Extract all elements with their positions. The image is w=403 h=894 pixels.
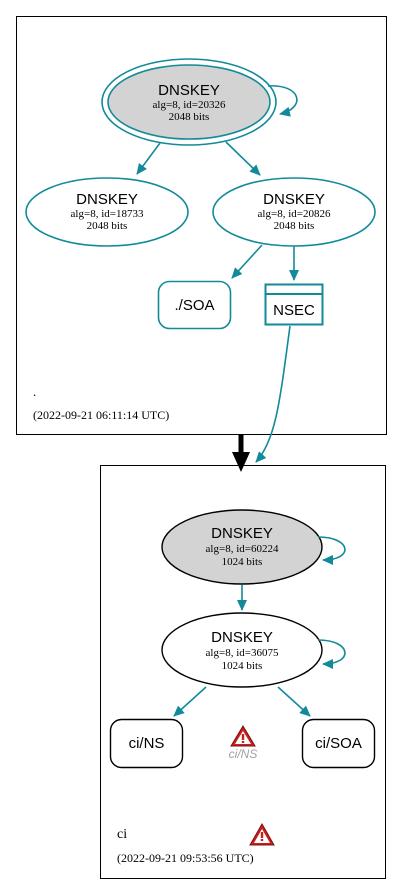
root-ksk-algid: alg=8, id=20326 [153,99,226,111]
ci-ns-node[interactable]: ci/NS [109,718,184,769]
ci-ksk-self-loop [317,536,346,565]
root-zsk-bits: 2048 bits [274,220,315,232]
root-zone-box [16,16,387,435]
ci-ns-label: ci/NS [129,735,165,752]
root-ksk-bits: 2048 bits [169,111,210,123]
edge-nsec-to-ci [255,325,291,463]
edge-root-ksk-to-zsk [225,141,261,176]
delegation-arrow [232,435,250,472]
root-zsk-algid: alg=8, id=20826 [258,208,331,220]
ci-zsk-node[interactable]: DNSKEY alg=8, id=36075 1024 bits [161,612,323,688]
ci-zone-timestamp: (2022-09-21 09:53:56 UTC) [117,851,254,865]
edge-ci-zsk-to-ns [173,686,207,717]
root-ksk-self-loop [267,85,298,117]
root-soa-label: ./SOA [174,297,214,314]
root-key1-algid: alg=8, id=18733 [71,208,144,220]
ci-zsk-title: DNSKEY [211,629,273,646]
ci-zone-name: ci [117,827,127,842]
root-nsec-node[interactable]: NSEC [264,283,324,326]
root-ksk-title: DNSKEY [158,82,220,99]
ci-zsk-algid: alg=8, id=36075 [206,647,279,659]
root-key1-title: DNSKEY [76,191,138,208]
warning-triangle-icon[interactable] [230,725,256,747]
ci-zone-box [100,465,386,879]
root-key-18733-node[interactable]: DNSKEY alg=8, id=18733 2048 bits [25,177,189,247]
ci-soa-node[interactable]: ci/SOA [301,718,376,769]
zone-warning-triangle-icon[interactable] [249,822,275,846]
root-zsk-title: DNSKEY [263,191,325,208]
ci-ksk-node[interactable]: DNSKEY alg=8, id=60224 1024 bits [161,509,323,585]
ci-zsk-self-loop [317,639,346,669]
ci-ksk-title: DNSKEY [211,525,273,542]
root-soa-node[interactable]: ./SOA [157,280,232,330]
root-key1-bits: 2048 bits [87,220,128,232]
root-zone-name: . [33,384,36,399]
warning-label-ci-ns: ci/NS [229,747,258,761]
ci-zsk-bits: 1024 bits [222,660,263,672]
root-zsk-node[interactable]: DNSKEY alg=8, id=20826 2048 bits [212,177,376,247]
root-zone-timestamp: (2022-09-21 06:11:14 UTC) [33,408,169,422]
ci-soa-label: ci/SOA [315,735,362,752]
root-nsec-label: NSEC [273,302,315,319]
ci-ksk-bits: 1024 bits [222,556,263,568]
ci-ksk-algid: alg=8, id=60224 [206,543,279,555]
edge-root-zsk-to-soa [231,244,263,279]
edge-root-ksk-to-key1 [136,142,161,175]
edge-ci-zsk-to-soa [277,686,311,717]
root-ksk-node[interactable]: DNSKEY alg=8, id=20326 2048 bits [101,58,277,146]
